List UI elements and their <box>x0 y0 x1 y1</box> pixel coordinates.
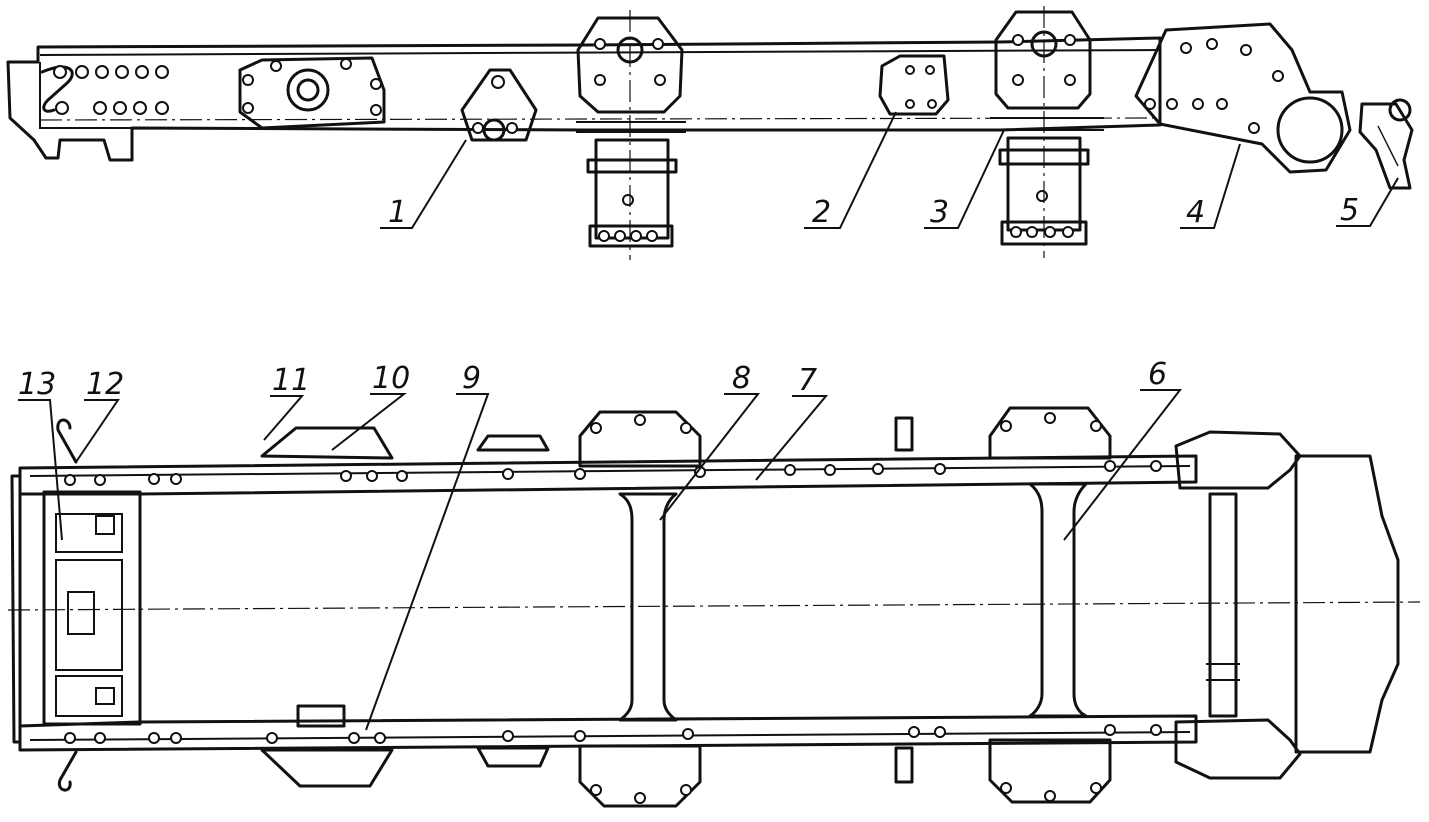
callout-12: 12 <box>86 367 124 402</box>
callout-13: 13 <box>18 367 56 402</box>
callout-11: 11 <box>272 363 310 398</box>
callout-7: 7 <box>798 363 817 398</box>
callout-leaders <box>18 111 1399 731</box>
spring-brackets-bottom <box>260 704 1112 808</box>
spring-hanger-front <box>576 10 686 260</box>
tow-hook-upper <box>56 418 78 464</box>
rear-cross-member <box>10 474 22 744</box>
front-bracket-lower <box>1174 718 1302 780</box>
rail-rivets <box>64 460 1162 744</box>
cross-member-8 <box>618 492 678 722</box>
part-4-front-bracket <box>1134 22 1352 174</box>
tow-hook-lower <box>57 750 78 792</box>
cross-member-6 <box>1028 482 1088 718</box>
callout-2: 2 <box>812 195 831 230</box>
rear-bracket <box>238 56 386 130</box>
part-5-bumper-mount <box>1358 98 1414 190</box>
front-bracket-upper <box>1174 430 1302 490</box>
frame-side-view <box>6 6 1414 260</box>
callout-1: 1 <box>388 195 407 230</box>
part-1-bracket <box>460 68 538 142</box>
callout-10: 10 <box>372 361 410 396</box>
frame-top-view <box>7 406 1421 808</box>
callout-8: 8 <box>732 361 751 396</box>
callout-5: 5 <box>1340 193 1359 228</box>
spring-brackets-top <box>260 406 1112 468</box>
part-2-plate <box>878 54 950 116</box>
callout-3: 3 <box>930 195 949 230</box>
callout-4: 4 <box>1186 195 1205 230</box>
callout-6: 6 <box>1148 357 1167 392</box>
callout-labels: 1 2 3 4 5 6 7 8 9 10 11 12 13 <box>18 193 1359 402</box>
front-bumper <box>1294 454 1400 754</box>
spring-hanger-rear <box>990 6 1104 258</box>
callout-9: 9 <box>462 361 481 396</box>
rear-bolt-holes <box>53 65 169 115</box>
side-member <box>6 36 1162 162</box>
front-cross-tube <box>1208 492 1238 718</box>
